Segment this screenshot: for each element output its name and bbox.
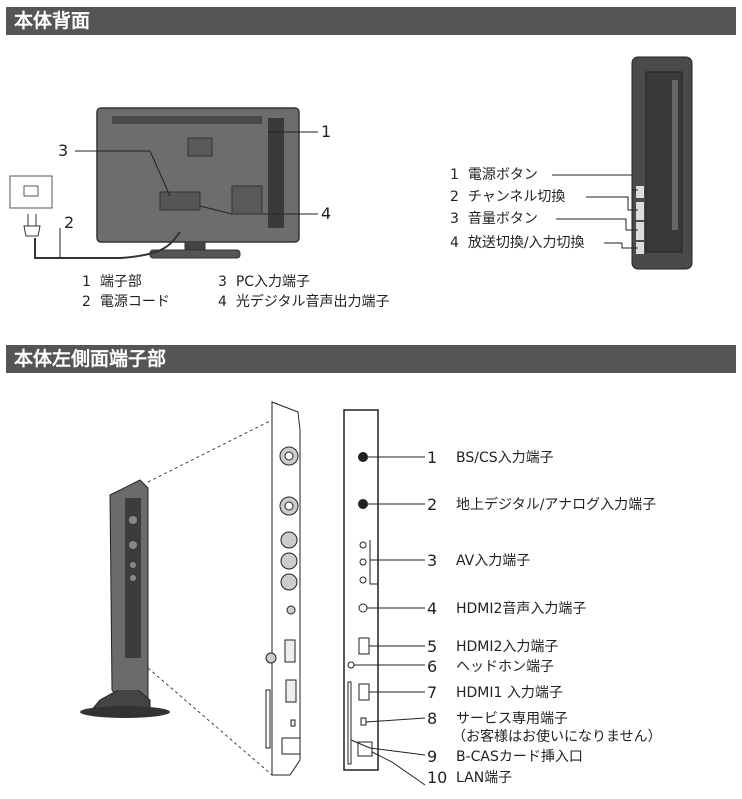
- terminal-label: AV入力端子: [456, 553, 531, 569]
- side-button-item: 3 音量ボタン: [450, 211, 538, 227]
- tv-side-buttons-illustration: [552, 56, 693, 270]
- back-legend-item: 2 電源コード: [82, 294, 170, 310]
- terminal-label: B-CASカード挿入口: [456, 749, 583, 765]
- back-callout-3: 3: [58, 141, 69, 160]
- terminal-panel-illustration: [343, 409, 426, 786]
- terminal-label: HDMI1 入力端子: [456, 685, 563, 701]
- side-button-item: 4 放送切換/入力切換: [450, 235, 585, 251]
- back-legend-item: 3 PC入力端子: [218, 274, 311, 290]
- terminal-label: HDMI2音声入力端子: [456, 601, 587, 617]
- terminal-label: BS/CS入力端子: [456, 450, 554, 466]
- terminal-label: LAN端子: [456, 770, 513, 786]
- back-legend-item: 1 端子部: [82, 274, 142, 290]
- back-callout-2: 2: [64, 213, 75, 232]
- section-header-back: 本体背面: [6, 7, 736, 35]
- tv-back-illustration: [9, 107, 318, 259]
- terminal-number: 2: [427, 495, 438, 514]
- tv-side-panel-illustration: [265, 401, 301, 776]
- terminal-number: 10: [427, 768, 448, 787]
- terminal-number: 6: [427, 657, 438, 676]
- terminal-label: HDMI2入力端子: [456, 639, 559, 655]
- terminal-number: 4: [427, 599, 438, 618]
- terminal-note: （お客様はお使いになりません）: [452, 729, 662, 745]
- back-callout-1: 1: [321, 122, 332, 141]
- terminal-number: 9: [427, 747, 438, 766]
- terminal-number: 3: [427, 551, 438, 570]
- terminal-number: 7: [427, 683, 438, 702]
- side-button-item: 1 電源ボタン: [450, 167, 538, 183]
- side-button-item: 2 チャンネル切換: [450, 189, 566, 205]
- terminal-label: ヘッドホン端子: [456, 659, 554, 675]
- terminal-number: 8: [427, 709, 438, 728]
- terminal-number: 5: [427, 637, 438, 656]
- terminal-label: サービス専用端子: [456, 711, 568, 727]
- section-header-left-side: 本体左側面端子部: [6, 345, 736, 373]
- tv-side-perspective-illustration: [80, 419, 273, 776]
- back-callout-4: 4: [321, 204, 332, 223]
- terminal-label: 地上デジタル/アナログ入力端子: [456, 497, 657, 513]
- terminal-number: 1: [427, 448, 438, 467]
- back-legend-item: 4 光デジタル音声出力端子: [218, 294, 390, 310]
